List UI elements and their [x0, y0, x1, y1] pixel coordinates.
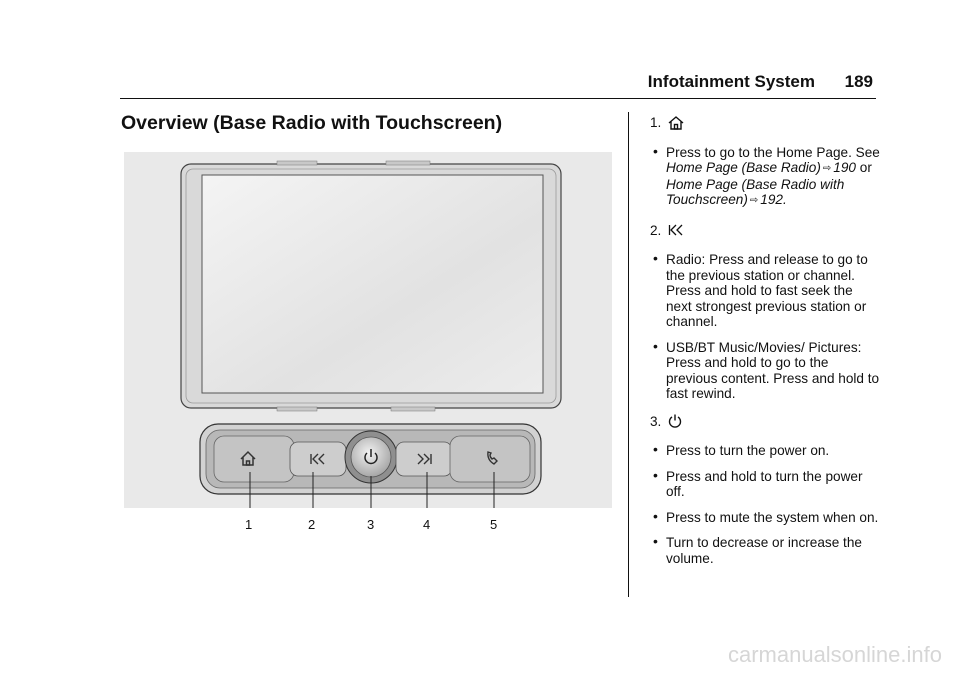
- item-number: 2.: [650, 222, 662, 238]
- radio-drawing: [180, 160, 562, 514]
- item-3-head: 3.: [650, 414, 880, 430]
- callout-5: 5: [490, 517, 498, 532]
- seek-back-icon: [668, 224, 684, 236]
- list-item: • Press to mute the system when on.: [653, 507, 879, 525]
- cross-reference-link[interactable]: Home Page (Base Radio): [666, 160, 821, 175]
- cross-reference-link[interactable]: Home Page (Base Radio with Touchscreen): [666, 176, 845, 208]
- list-item: • USB/BT Music/Movies/ Pictures: Press a…: [653, 337, 880, 401]
- item-2-head: 2.: [650, 223, 880, 239]
- callout-3: 3: [367, 517, 375, 532]
- column-divider: [628, 112, 629, 597]
- page-ref-arrow-icon: ⇨: [749, 195, 759, 206]
- page-number: 189: [844, 72, 873, 91]
- item-1-head: 1.: [650, 115, 880, 131]
- list-item: • Radio: Press and release to go to the …: [653, 250, 868, 329]
- power-icon: [668, 414, 682, 428]
- section-title: Overview (Base Radio with Touchscreen): [121, 112, 503, 134]
- header-rule: [120, 98, 876, 99]
- item-2: 2. • Radio: Press and release to go to t…: [650, 223, 880, 402]
- item-number: 3.: [650, 413, 662, 429]
- list-item: • Turn to decrease or increase the volum…: [653, 533, 862, 566]
- list-item: • Press and hold to turn the power off.: [653, 466, 863, 499]
- header-title: Infotainment System: [647, 72, 815, 91]
- home-icon: [668, 115, 684, 130]
- item-list: 1. • Press to go to the Home Page. See H…: [650, 115, 880, 576]
- item-number: 1.: [650, 115, 662, 130]
- item-3: 3. • Press to turn the power on. • Press…: [650, 414, 880, 567]
- list-item: • Press to turn the power on.: [653, 441, 830, 458]
- radio-illustration: [124, 152, 612, 514]
- callout-1: 1: [245, 517, 253, 532]
- page-ref-arrow-icon: ⇨: [822, 163, 832, 174]
- item-1: 1. • Press to go to the Home Page. See H…: [650, 115, 880, 209]
- list-item: • Press to go to the Home Page. See Home…: [653, 142, 880, 208]
- callout-4: 4: [423, 517, 431, 532]
- watermark: carmanualsonline.info: [727, 642, 942, 667]
- callout-2: 2: [308, 517, 316, 532]
